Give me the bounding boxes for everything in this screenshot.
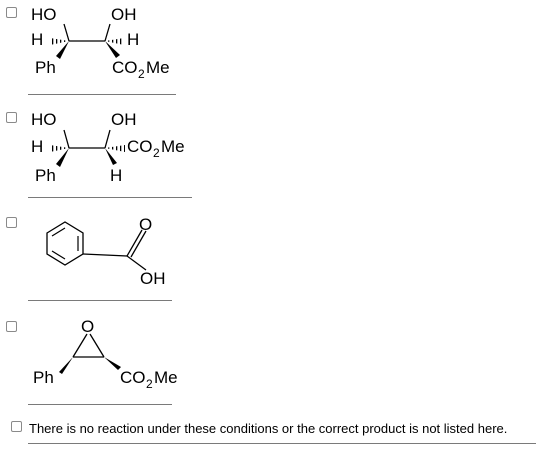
option-5-text: There is no reaction under these conditi… bbox=[29, 421, 508, 436]
co-label: CO bbox=[127, 137, 153, 156]
h-label: H bbox=[31, 30, 43, 49]
h-label: H bbox=[127, 30, 139, 49]
co-label: CO bbox=[112, 58, 138, 77]
answer-checkbox-3[interactable] bbox=[6, 217, 17, 228]
ph-label: Ph bbox=[35, 58, 56, 77]
option-1-divider bbox=[28, 94, 176, 95]
structure-option-2: HO OH H CO 2 Me Ph H bbox=[31, 110, 185, 185]
oh-label: OH bbox=[140, 269, 166, 288]
structure-option-4: O Ph CO 2 Me bbox=[33, 317, 178, 391]
h-label: H bbox=[110, 166, 122, 185]
structure-option-3: O OH bbox=[46, 215, 166, 288]
option-4-divider bbox=[28, 404, 172, 405]
ph-label: Ph bbox=[33, 368, 54, 387]
answer-checkbox-4[interactable] bbox=[6, 321, 17, 332]
ho-label: HO bbox=[31, 5, 57, 24]
option-2-divider bbox=[28, 197, 192, 198]
h-label: H bbox=[31, 137, 43, 156]
o-label: O bbox=[139, 215, 152, 234]
oh-label: OH bbox=[111, 110, 137, 129]
subscript-label: 2 bbox=[153, 146, 160, 160]
answer-checkbox-2[interactable] bbox=[6, 112, 17, 123]
ph-label: Ph bbox=[35, 166, 56, 185]
me-label: Me bbox=[146, 58, 170, 77]
option-3-divider bbox=[28, 300, 172, 301]
co-label: CO bbox=[120, 368, 146, 387]
ho-label: HO bbox=[31, 110, 57, 129]
me-label: Me bbox=[154, 368, 178, 387]
option-5-divider bbox=[28, 443, 536, 444]
me-label: Me bbox=[161, 137, 185, 156]
structure-option-1: HO OH H H Ph CO 2 Me bbox=[31, 5, 170, 81]
answer-checkbox-5[interactable] bbox=[11, 421, 22, 432]
subscript-label: 2 bbox=[138, 67, 145, 81]
subscript-label: 2 bbox=[146, 377, 153, 391]
oh-label: OH bbox=[111, 5, 137, 24]
o-label: O bbox=[81, 317, 94, 336]
answer-checkbox-1[interactable] bbox=[6, 7, 17, 18]
